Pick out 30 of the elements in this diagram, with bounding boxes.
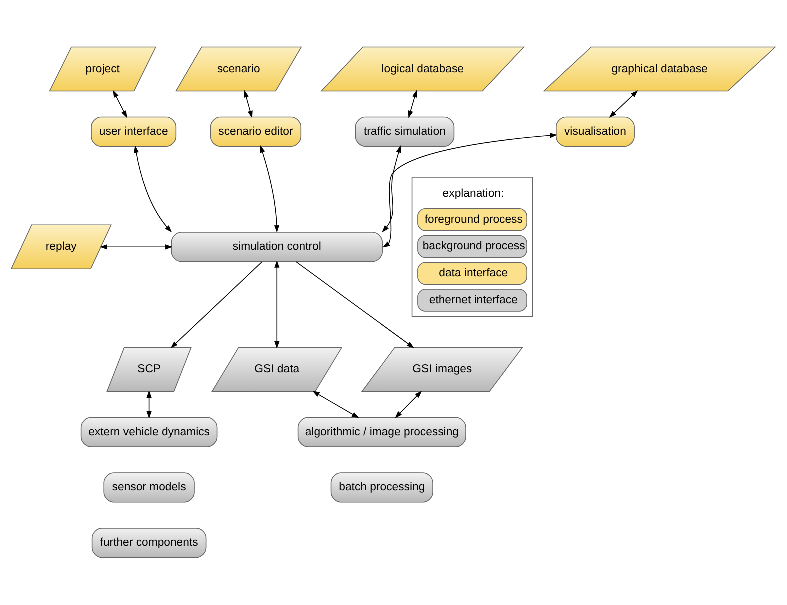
arrow [395, 390, 422, 418]
arrow [100, 244, 173, 250]
arrow [170, 261, 263, 348]
arrow [382, 146, 402, 233]
arrow [296, 261, 414, 348]
node-box: user interface [91, 116, 177, 147]
node-box: sensor models [104, 472, 195, 503]
legend-label: data interface [439, 268, 508, 280]
arrow [382, 133, 558, 248]
arrow [146, 390, 152, 419]
node-box: scenario editor [210, 116, 302, 147]
node-box: further components [92, 528, 207, 558]
arrow [408, 90, 418, 118]
node-box: extern vehicle dynamics [80, 417, 218, 448]
legend-label: ethernet interface [429, 294, 518, 306]
arrow [244, 90, 253, 118]
arrow [134, 146, 172, 233]
arrow [609, 90, 638, 118]
node-box: traffic simulation [355, 116, 455, 147]
arrow [312, 391, 360, 418]
legend-label: foreground process [424, 214, 523, 226]
label: explanation: [442, 188, 504, 200]
node-box: visualisation [556, 116, 635, 147]
arrow [260, 145, 280, 233]
node-box: batch processing [330, 472, 434, 503]
arrow [274, 260, 280, 349]
node-box: simulation control [171, 232, 383, 262]
arrow [113, 90, 128, 118]
node-box: algorithmic / image processing [298, 417, 466, 448]
legend-label: background process [422, 240, 526, 253]
